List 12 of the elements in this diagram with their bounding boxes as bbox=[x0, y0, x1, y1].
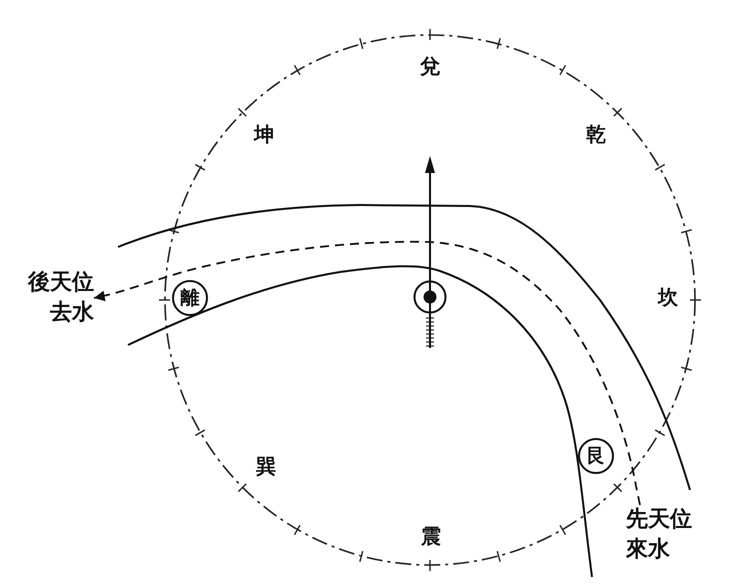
trigram-label: 兌 bbox=[419, 54, 441, 78]
circle-dot-marker bbox=[413, 280, 447, 314]
trigram-label: 坤 bbox=[252, 122, 275, 146]
trigram-label: 巽 bbox=[255, 454, 277, 478]
dashed-arrow bbox=[94, 240, 641, 506]
circled-label: 離 bbox=[172, 280, 208, 316]
trigram-label: 坎 bbox=[656, 285, 679, 309]
trigram-label: 震 bbox=[420, 524, 442, 548]
annotation-text: 先天位來水 bbox=[626, 505, 700, 565]
trigram-label: 乾 bbox=[585, 122, 607, 146]
circled-label: 艮 bbox=[578, 438, 614, 474]
annotation-text: 後天位去水 bbox=[20, 268, 94, 328]
